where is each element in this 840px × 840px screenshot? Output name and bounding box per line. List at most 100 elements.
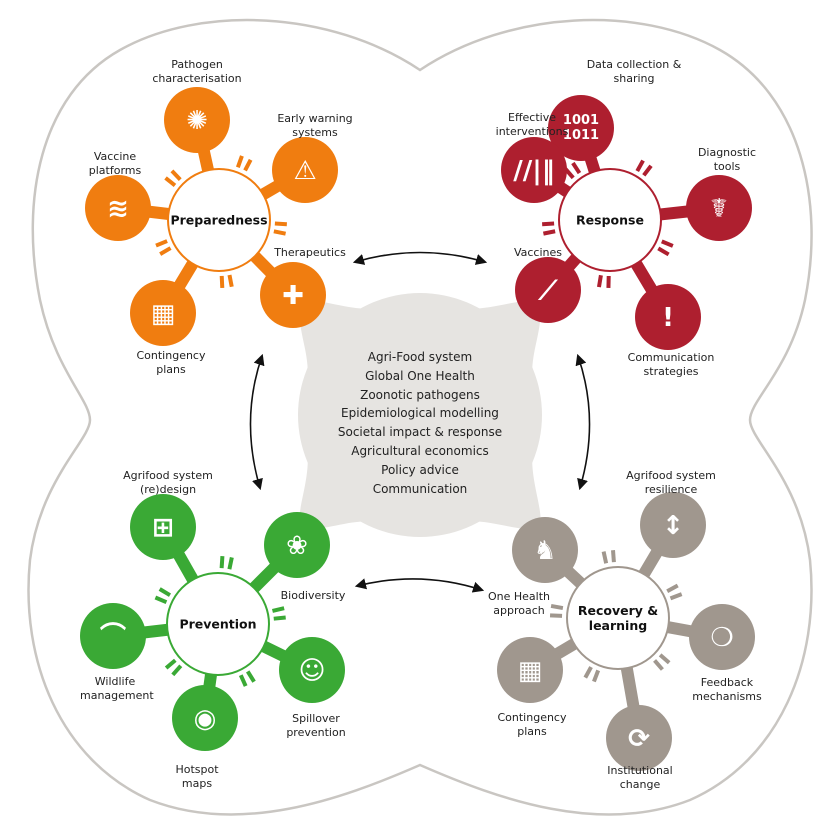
node-label: Contingency plans [136,349,206,376]
node-therapeutics: ✚ [260,262,326,328]
center-topic: Global One Health [365,368,475,383]
medical-cross-icon: ✚ [282,281,304,311]
bee-icon: ❀ [286,531,308,561]
node-feedback-mechanisms: ❍ [689,604,755,670]
node-hotspot-maps: ◉ [172,685,238,751]
hub-circle [167,168,271,272]
tick-mark [550,603,564,611]
hub-title: Recovery & learning [577,603,659,633]
node-label: Hotspot maps [175,763,219,790]
tick-mark [219,556,225,569]
hub-prevention: ⊞ ❀ ⌒ ☺ ◉ [80,494,345,751]
tick-mark [611,550,616,563]
stethoscope-icon: ☤ [710,194,727,224]
tick-mark [238,674,248,687]
node-one-health-approach: ♞ [512,517,578,583]
tick-mark [158,587,172,597]
bat-icon: ⌒ [100,621,126,652]
tick-mark [658,653,671,665]
tick-mark [271,606,285,613]
layers-syringe-icon: ≋ [107,194,129,224]
node-agrifood-system-resilience: ↕ [640,492,706,558]
node-label: Early warning systems [277,112,353,139]
center-topic: Agri-Food system [367,350,473,364]
hub-recovery: ♞ ↕ ❍ ▦ ⟳ [497,492,755,771]
tick-mark [596,274,603,288]
refresh-icon: ⟳ [628,724,650,754]
node-label: Diagnostic tools [697,146,757,173]
node-vaccines: ⟋ [515,257,581,323]
outer-outline [27,18,813,816]
tick-mark [159,246,172,256]
node-label: Pathogen characterisation [152,58,242,85]
hub-title: Prevention [179,616,257,632]
node-label: Spillover prevention [286,712,346,739]
node-contingency-plans: ▦ [497,637,563,703]
tick-mark [635,159,645,173]
hub-title: Preparedness [170,212,268,228]
tick-mark [246,670,256,683]
node-biodiversity: ❀ [264,512,330,578]
center-topic-area [298,293,542,537]
center-topic-list: Agri-Food system Global One Health Zoono… [338,348,502,498]
node-communication-strategies: ! [635,284,701,350]
tick-mark [571,161,582,175]
hub-title: Response [576,212,644,228]
center-topic: Societal impact & response [337,425,503,440]
tick-mark [235,155,244,168]
hand-person-icon: ☺ [298,656,325,686]
tick-mark [592,669,601,683]
arrow-response-recovery [575,353,591,491]
center-topic: Zoonotic pathogens [360,387,480,402]
tick-mark [171,664,183,677]
tick-mark [657,246,670,257]
node-label: Institutional change [607,764,673,791]
virus-icon: ✺ [186,106,208,136]
center-topic: Epidemiological modelling [341,406,499,421]
chat-bubbles-icon: ❍ [710,623,733,653]
node-effective-interventions: //|‖ [501,137,567,203]
node-label: Contingency plans [497,711,567,738]
warning-icon: ⚠ [293,156,316,186]
arrow-preparedness-response [352,251,488,265]
tick-mark [666,583,679,594]
arrow-preparedness-prevention [249,353,265,491]
node-label: Data collection & sharing [586,58,682,85]
node-institutional-change: ⟳ [606,705,672,771]
tick-mark [273,229,287,236]
tick-mark [661,239,674,248]
tick-mark [170,169,182,181]
node-label: Wildlife management [80,675,154,702]
node-label: Communication strategies [627,351,715,378]
tick-mark [542,229,556,236]
node-spillover-prevention: ☺ [279,637,345,703]
node-early-warning-systems: ⚠ [272,137,338,203]
speech-alert-icon: ! [662,303,674,333]
node-label: One Health approach [487,590,550,617]
center-topic: Communication [372,481,468,496]
tick-mark [274,221,287,227]
calendar-icon: ▦ [151,299,176,329]
interventions-icon: //|‖ [513,156,555,186]
resilience-icon: ↕ [662,511,684,541]
tick-mark [227,274,234,288]
node-label: Vaccines [513,246,563,259]
node-agrifood-system-re-design: ⊞ [130,494,196,560]
tick-mark [542,221,555,227]
tick-mark [273,615,286,621]
tick-mark [155,239,168,248]
hub-circle [566,566,670,670]
tick-mark [583,666,593,679]
center-topic: Policy advice [381,462,459,477]
center-topic: Agricultural economics [351,443,489,458]
tick-mark [653,659,664,671]
calendar-icon: ▦ [518,656,543,686]
tick-mark [642,164,653,177]
node-diagnostic-tools: ☤ [686,175,752,241]
node-label: Vaccine platforms [88,150,142,177]
node-label: Agrifood system (re)design [123,469,213,496]
